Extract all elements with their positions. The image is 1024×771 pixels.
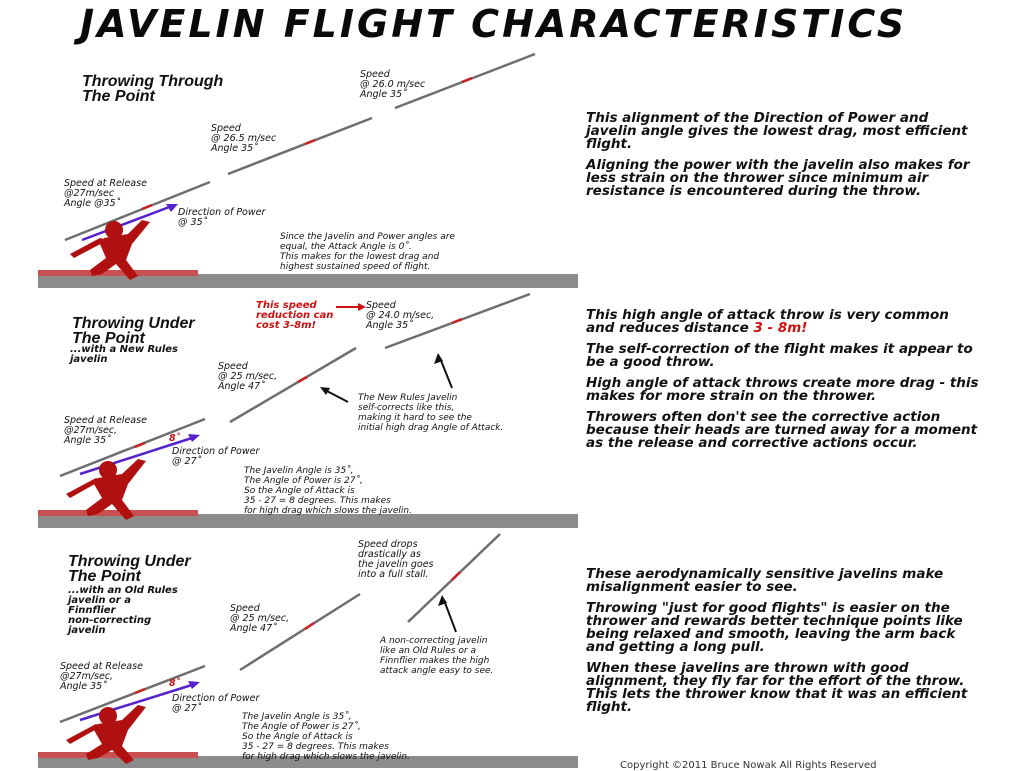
explanation-2-paragraph-2: The self-correction of the flight makes … xyxy=(586,341,973,370)
explanation-2-paragraph-1: This high angle of attack throw is very … xyxy=(586,307,981,336)
panel2-release-label: Speed at Release @27m/sec, Angle 35˚ xyxy=(64,415,147,446)
panel1-speed-top-label: Speed @ 26.0 m/sec Angle 35˚ xyxy=(360,69,426,100)
explanation-section-1: This alignment of the Direction of Power… xyxy=(586,110,981,206)
panel2-note: The Javelin Angle is 35˚, The Angle of P… xyxy=(244,466,412,516)
panel2-red-note: This speed reduction can cost 3-8m! xyxy=(256,300,334,331)
javelin-release xyxy=(59,664,206,724)
explanation-1-paragraph-1: This alignment of the Direction of Power… xyxy=(586,110,968,152)
panel1-direction-label: Direction of Power @ 35˚ xyxy=(178,207,266,228)
explanation-2-paragraph-1-text: This high angle of attack throw is very … xyxy=(586,307,949,336)
javelin-mid-mark xyxy=(304,621,315,631)
track-strip xyxy=(38,270,198,276)
ground-band xyxy=(38,274,578,288)
pointer-arrowhead-up xyxy=(438,595,447,606)
page-title: JAVELIN FLIGHT CHARACTERISTICS xyxy=(80,2,908,46)
panel2-title: Throwing Under The Point xyxy=(72,315,195,347)
panel3-direction-label: Direction of Power @ 27˚ xyxy=(172,693,260,714)
panel2-direction-label: Direction of Power @ 27˚ xyxy=(172,446,260,467)
javelin-tip-mark xyxy=(134,687,146,695)
explanation-2-paragraph-4: Throwers often don't see the corrective … xyxy=(586,409,978,451)
panel3-noncorrect-note: A non-correcting javelin like an Old Rul… xyxy=(380,636,494,676)
panel1-release-label: Speed at Release @27m/sec Angle @35˚ xyxy=(64,178,147,209)
javelin-stall-mark xyxy=(451,571,461,581)
panel3-stall-label: Speed drops drastically as the javelin g… xyxy=(358,539,434,580)
thrower-figure xyxy=(66,459,146,520)
explanation-1-paragraph-2: Aligning the power with the javelin also… xyxy=(586,157,970,199)
panel2-diagram xyxy=(38,292,578,528)
panel2-self-correct-note: The New Rules Javelin self-corrects like… xyxy=(358,393,504,433)
javelin-release xyxy=(64,180,211,242)
panel3-diagram xyxy=(38,533,578,768)
copyright-notice: Copyright ©2011 Bruce Nowak All Rights R… xyxy=(620,760,877,771)
distance-loss-highlight: 3 - 8m! xyxy=(753,320,808,336)
power-arrow xyxy=(79,682,196,722)
javelin-mid-mark xyxy=(297,375,308,384)
explanation-3-paragraph-3: When these javelins are thrown with good… xyxy=(586,660,968,715)
panel3-note: The Javelin Angle is 35˚, The Angle of P… xyxy=(242,712,410,762)
panel-under-point-old-rules: Throwing Under The Point ...with an Old … xyxy=(30,533,578,768)
panel1-title: Throwing Through The Point xyxy=(82,73,224,105)
panel2-speed-top-label: Speed @ 24.0 m/sec, Angle 35˚ xyxy=(366,300,435,331)
javelin-release xyxy=(59,417,206,478)
panel3-subtitle: ...with an Old Rules javelin or a Finnfl… xyxy=(68,585,178,636)
panel3-speed-mid-label: Speed @ 25 m/sec, Angle 47˚ xyxy=(230,603,290,634)
ground-band xyxy=(38,514,578,528)
explanation-3-paragraph-1: These aerodynamically sensitive javelins… xyxy=(586,566,944,595)
power-arrow xyxy=(81,204,173,242)
javelin-top-mark xyxy=(451,317,463,325)
pointer-arrowhead-left xyxy=(320,387,330,395)
panel1-diagram xyxy=(38,52,578,288)
javelin-mid xyxy=(239,592,361,672)
panel1-speed-mid-label: Speed @ 26.5 m/sec Angle 35˚ xyxy=(211,123,277,154)
thrower-figure xyxy=(70,220,150,280)
explanation-2-paragraph-3: High angle of attack throws create more … xyxy=(586,375,979,404)
panel3-title: Throwing Under The Point xyxy=(68,553,191,585)
panel-under-point-new-rules: Throwing Under The Point ...with a New R… xyxy=(30,292,578,530)
panel-through-the-point: Throwing Through The Point Speed at Rele… xyxy=(30,52,578,290)
panel1-note: Since the Javelin and Power angles are e… xyxy=(280,232,455,272)
pointer-arrowhead-up xyxy=(434,353,443,364)
panel3-release-label: Speed at Release @27m/sec, Angle 35˚ xyxy=(60,661,143,692)
panel2-subtitle: ...with a New Rules javelin xyxy=(70,344,178,365)
javelin-mid xyxy=(229,346,357,424)
power-arrow xyxy=(79,435,196,476)
javelin-tip-mark xyxy=(141,203,153,211)
thrower-figure xyxy=(66,705,146,764)
javelin-mid-mark xyxy=(304,138,316,146)
explanation-3-paragraph-2: Throwing "just for good flights" is easi… xyxy=(586,600,963,655)
panel2-speed-mid-label: Speed @ 25 m/sec, Angle 47˚ xyxy=(218,361,278,392)
panel2-angle-tag: 8˚ xyxy=(169,433,181,444)
panel3-angle-tag: 8˚ xyxy=(169,678,181,689)
pointer-arrow-up xyxy=(443,599,457,633)
power-arrowhead xyxy=(166,204,178,212)
track-strip xyxy=(38,510,198,516)
javelin-tip-mark xyxy=(134,441,146,449)
pointer-arrow-up xyxy=(439,357,453,389)
javelin-top-mark xyxy=(461,76,473,84)
red-pointer-arrowhead xyxy=(358,303,366,311)
power-arrowhead xyxy=(188,681,200,689)
javelin-mid xyxy=(227,116,373,176)
ground-band xyxy=(38,756,578,768)
explanation-section-3: These aerodynamically sensitive javelins… xyxy=(586,566,981,722)
power-arrowhead xyxy=(188,434,200,442)
explanation-section-2: This high angle of attack throw is very … xyxy=(586,307,981,458)
